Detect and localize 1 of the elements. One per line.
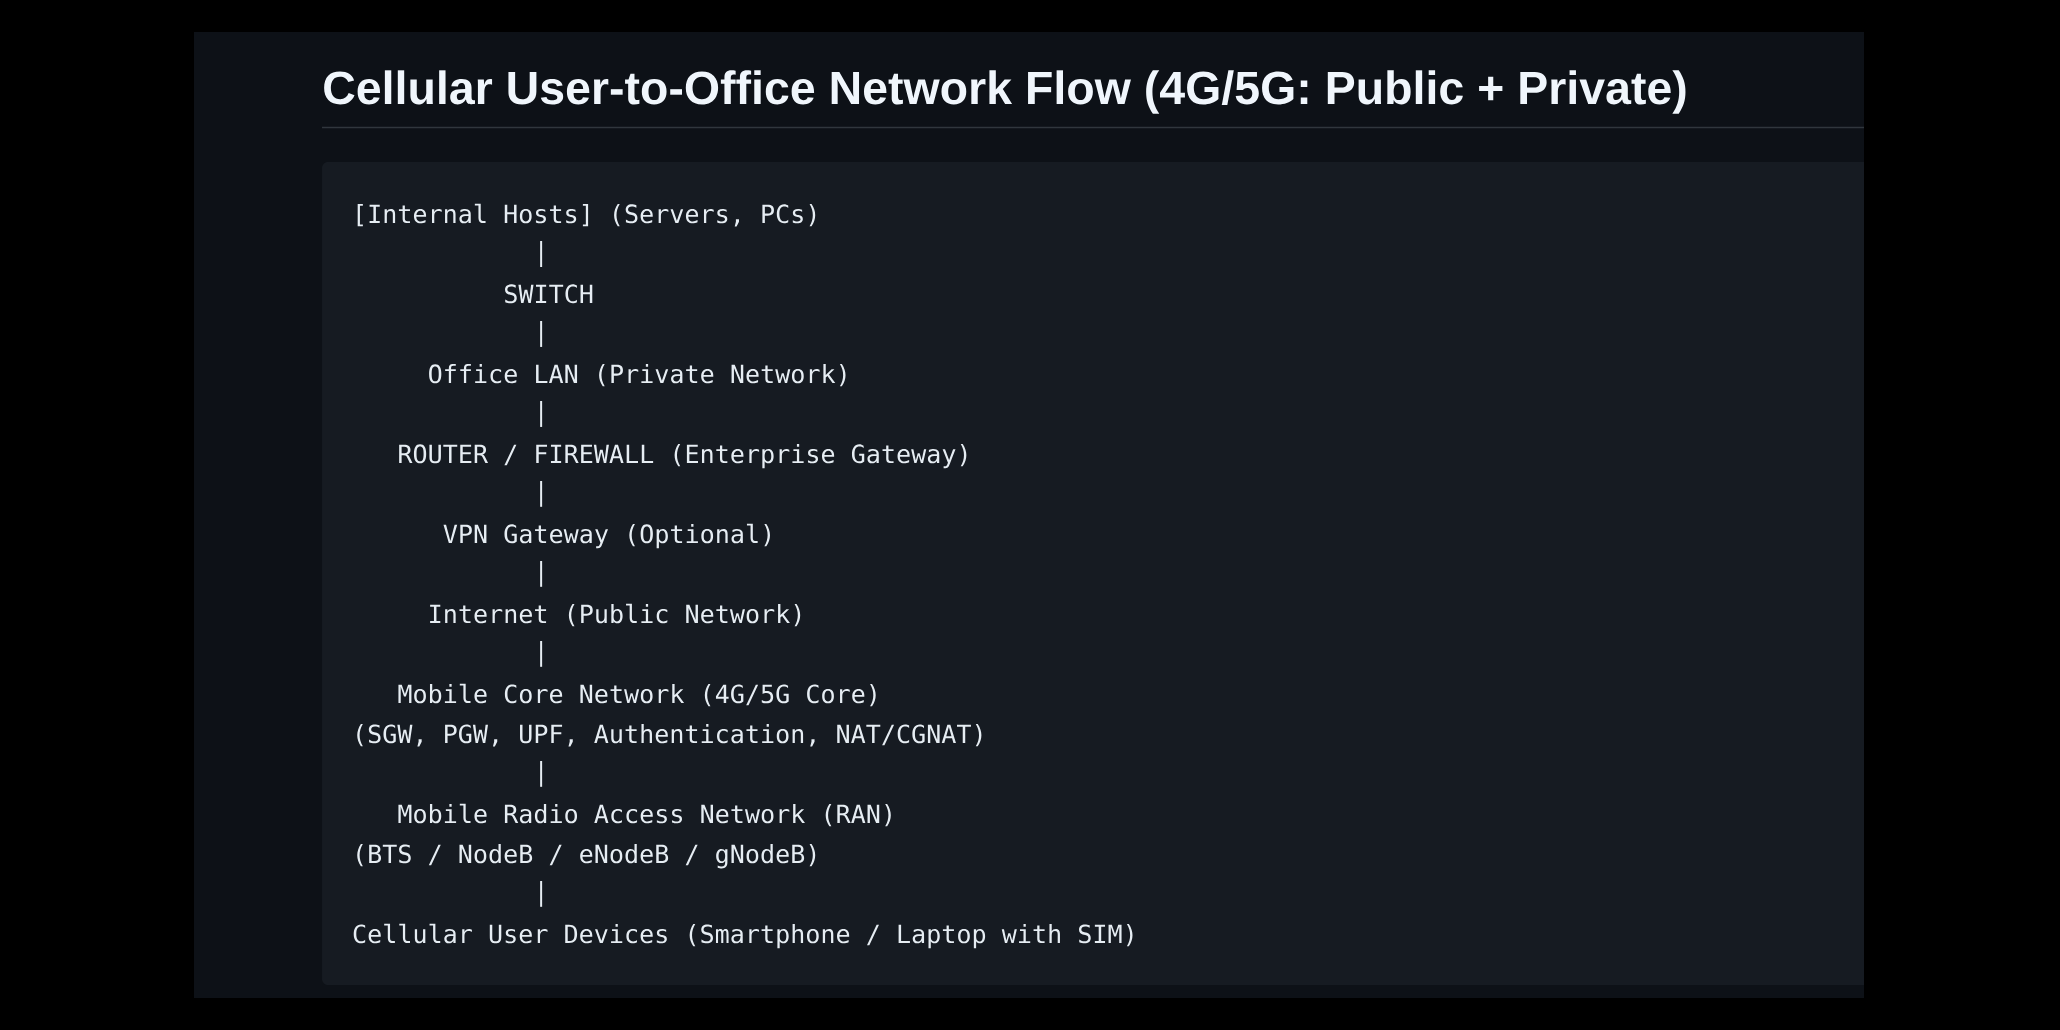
title: Cellular User-to-Office Network Flow (4G/5G: Public + Private) xyxy=(324,70,1686,114)
